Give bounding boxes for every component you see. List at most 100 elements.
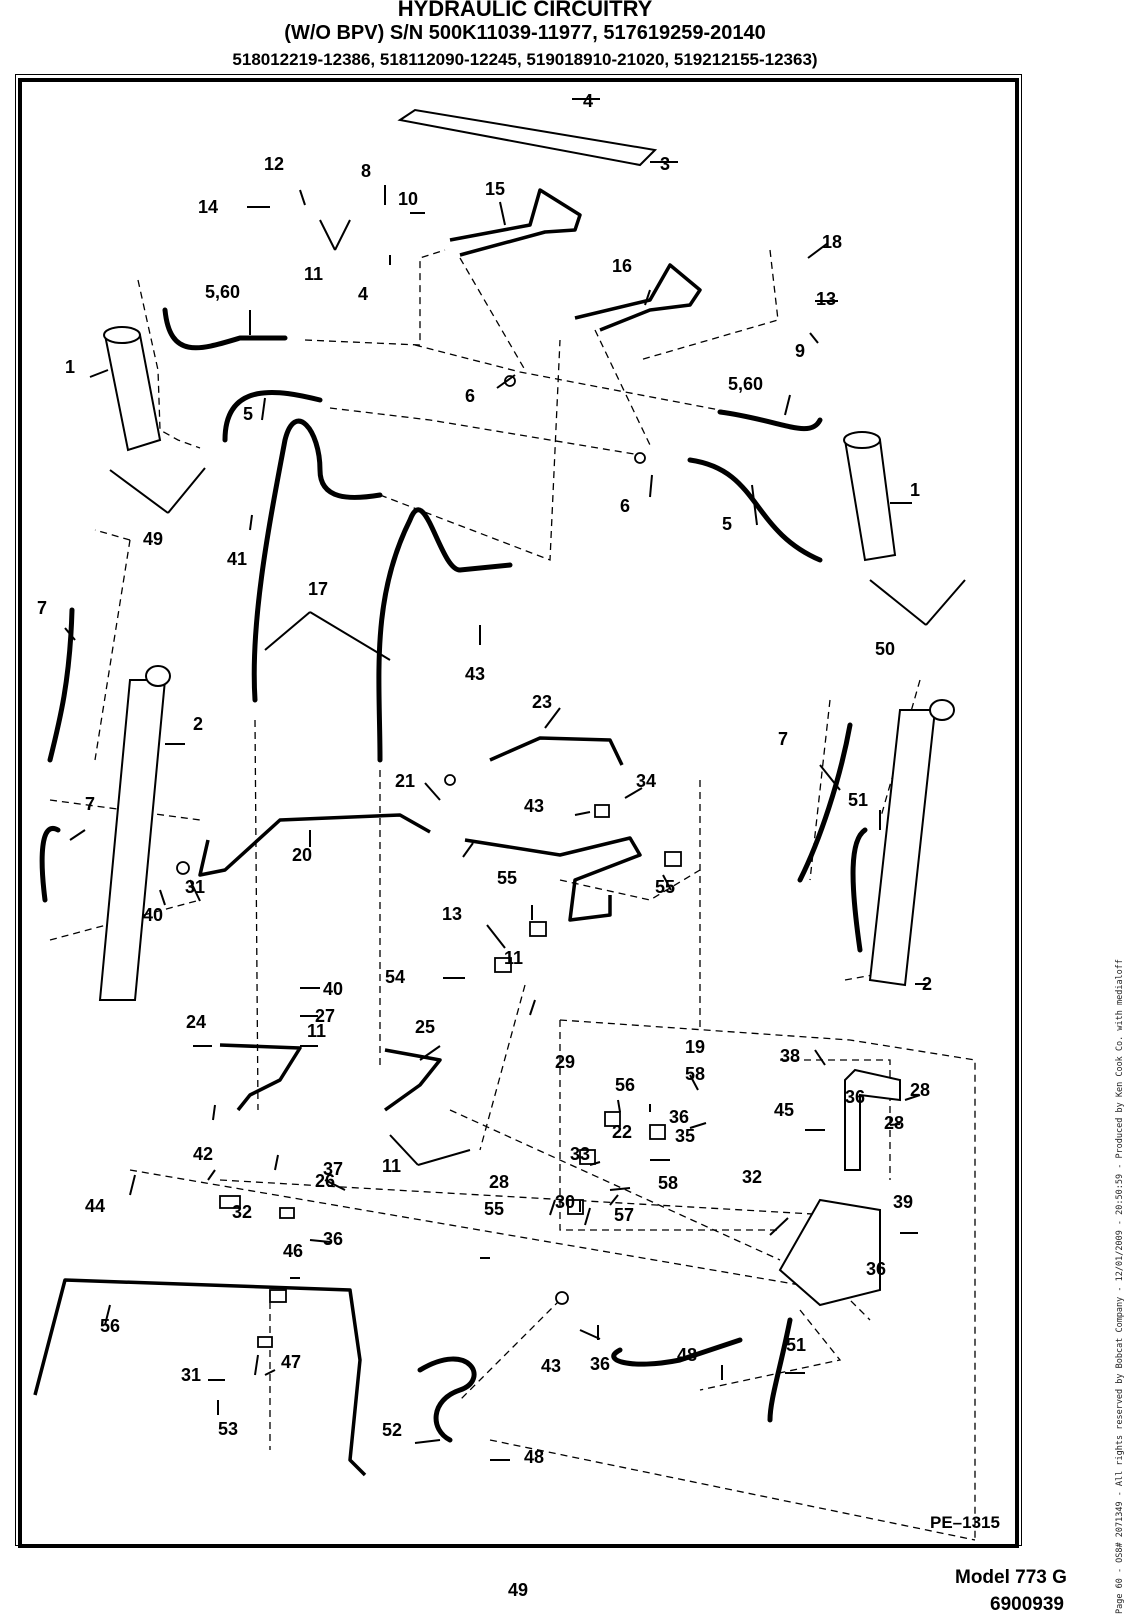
callout-20: 20	[292, 845, 312, 865]
callout-58: 58	[658, 1173, 678, 1193]
page-subtitle: (W/O BPV) S/N 500K11039-11977, 517619259…	[284, 22, 766, 44]
callout-53: 53	[218, 1419, 238, 1439]
callout-1: 1	[65, 357, 75, 377]
callout-30: 30	[555, 1192, 575, 1212]
callout-17: 17	[308, 579, 328, 599]
callout-7: 7	[778, 729, 788, 749]
callout-56: 56	[615, 1075, 635, 1095]
diagram-reference-id: PE–1315	[930, 1513, 1000, 1532]
callout-28: 28	[910, 1080, 930, 1100]
serial-ranges: 518012219-12386, 518112090-12245, 519018…	[232, 50, 818, 69]
callout-11: 11	[382, 1156, 401, 1176]
callout-5-60: 5,60	[205, 282, 240, 302]
callout-16: 16	[612, 256, 632, 276]
callout-27: 27	[315, 1006, 335, 1026]
callout-39: 39	[893, 1192, 913, 1212]
callout-43: 43	[465, 664, 485, 684]
callout-8: 8	[361, 161, 371, 181]
callout-9: 9	[795, 341, 805, 361]
page-title: HYDRAULIC CIRCUITRY	[397, 0, 653, 21]
callout-44: 44	[85, 1196, 105, 1216]
callout-47: 47	[281, 1352, 301, 1372]
callout-numbers: 11223445,6055,60566777891011111111121313…	[37, 91, 932, 1467]
callout-34: 34	[636, 771, 656, 791]
callout-4: 4	[583, 91, 593, 111]
callout-46: 46	[283, 1241, 303, 1261]
callout-2: 2	[922, 974, 932, 994]
callout-38: 38	[780, 1046, 800, 1066]
callout-7: 7	[37, 598, 47, 618]
callout-5: 5	[243, 404, 253, 424]
callout-48: 48	[677, 1345, 697, 1365]
manual-part-number: 6900939	[990, 1594, 1064, 1615]
callout-42: 42	[193, 1144, 213, 1164]
callout-57: 57	[614, 1205, 634, 1225]
callout-43: 43	[524, 796, 544, 816]
hydraulic-tubes	[33, 188, 702, 1477]
callout-32: 32	[742, 1167, 762, 1187]
callout-18: 18	[822, 232, 842, 252]
callout-11: 11	[307, 1021, 326, 1041]
leader-lines	[64, 98, 966, 1461]
callout-37: 37	[323, 1159, 343, 1179]
callout-50: 50	[875, 639, 895, 659]
callout-1: 1	[910, 480, 920, 500]
callout-36: 36	[590, 1354, 610, 1374]
callout-5-60: 5,60	[728, 374, 763, 394]
callout-2: 2	[193, 714, 203, 734]
callout-10: 10	[398, 189, 418, 209]
callout-51: 51	[848, 790, 868, 810]
callout-13: 13	[442, 904, 462, 924]
page-number: 49	[508, 1580, 529, 1600]
components	[98, 108, 955, 1307]
callout-5: 5	[722, 514, 732, 534]
callout-6: 6	[620, 496, 630, 516]
callout-45: 45	[774, 1100, 794, 1120]
callout-54: 54	[385, 967, 405, 987]
callout-49: 49	[143, 529, 163, 549]
callout-14: 14	[198, 197, 218, 217]
callout-48: 48	[524, 1447, 544, 1467]
callout-4: 4	[358, 284, 368, 304]
callout-36: 36	[866, 1259, 886, 1279]
callout-35: 35	[675, 1126, 695, 1146]
model-name: Model 773 G	[955, 1567, 1067, 1588]
callout-43: 43	[541, 1356, 561, 1376]
callout-52: 52	[382, 1420, 402, 1440]
callout-55: 55	[484, 1199, 504, 1219]
callout-19: 19	[685, 1037, 705, 1057]
callout-31: 31	[181, 1365, 201, 1385]
callout-36: 36	[669, 1107, 689, 1127]
assembly-dash-lines	[49, 249, 976, 1541]
callout-28: 28	[884, 1113, 904, 1133]
diagram-frame	[18, 78, 1019, 1548]
callout-56: 56	[100, 1316, 120, 1336]
callout-21: 21	[395, 771, 415, 791]
callout-51: 51	[786, 1335, 806, 1355]
callout-22: 22	[612, 1122, 632, 1142]
callout-32: 32	[232, 1202, 252, 1222]
callout-29: 29	[555, 1052, 575, 1072]
callout-36: 36	[323, 1229, 343, 1249]
callout-11: 11	[304, 264, 323, 284]
callout-12: 12	[264, 154, 284, 174]
callout-33: 33	[570, 1144, 590, 1164]
callout-40: 40	[323, 979, 343, 999]
callout-31: 31	[185, 877, 205, 897]
callout-23: 23	[532, 692, 552, 712]
callout-3: 3	[660, 154, 670, 174]
callout-15: 15	[485, 179, 505, 199]
callout-55: 55	[497, 868, 517, 888]
callout-36: 36	[845, 1087, 865, 1107]
callout-41: 41	[227, 549, 247, 569]
callout-11: 11	[504, 948, 523, 968]
callout-13: 13	[816, 289, 836, 309]
callout-26: 26	[315, 1171, 335, 1191]
hydraulic-hoses	[39, 307, 868, 1443]
callout-40: 40	[143, 905, 163, 925]
callout-6: 6	[465, 386, 475, 406]
callout-7: 7	[85, 794, 95, 814]
callout-24: 24	[186, 1012, 206, 1032]
callout-28: 28	[489, 1172, 509, 1192]
